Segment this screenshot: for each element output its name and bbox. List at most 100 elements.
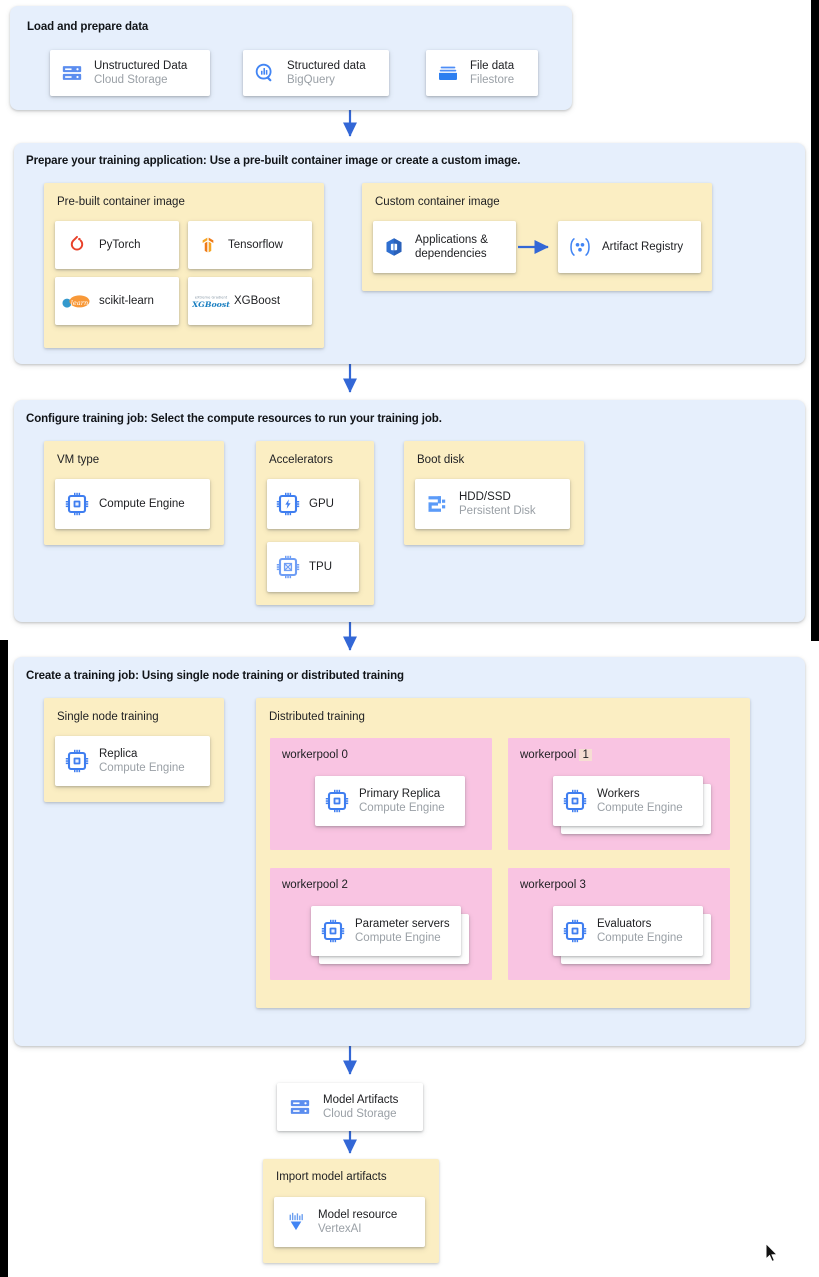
compute-engine-icon	[315, 789, 359, 813]
compute-engine-icon	[55, 749, 99, 773]
card-title: PyTorch	[99, 239, 141, 251]
card-subtitle: BigQuery	[287, 74, 335, 86]
connector-arrow-load-to-prepare	[342, 108, 358, 137]
workerpool-0: workerpool 0 Primary Replica Compute Eng…	[270, 738, 492, 850]
card-unstructured-data[interactable]: Unstructured Data Cloud Storage	[50, 50, 210, 96]
card-title: Evaluators	[597, 918, 652, 930]
stage-configure-training-job: Configure training job: Select the compu…	[14, 400, 805, 622]
card-title: Model Artifacts	[323, 1094, 399, 1106]
card-scikit-learn[interactable]: scikit-learn	[55, 277, 179, 325]
card-title: Tensorflow	[228, 239, 283, 251]
card-tensorflow[interactable]: Tensorflow	[188, 221, 312, 269]
cloud-storage-icon	[277, 1096, 323, 1118]
group-single-node-training: Single node training Replica Compute Eng…	[44, 698, 224, 802]
workerpool-0-prefix: workerpool	[282, 749, 339, 761]
card-title: Artifact Registry	[602, 241, 684, 253]
vertex-ai-model-icon	[274, 1211, 318, 1233]
tpu-icon	[267, 555, 309, 579]
card-title: GPU	[309, 498, 334, 510]
group-title-pre-built: Pre-built container image	[57, 196, 185, 208]
mouse-cursor	[765, 1243, 779, 1263]
compute-engine-icon	[311, 919, 355, 943]
card-subtitle: VertexAI	[318, 1223, 362, 1235]
stage-title-load: Load and prepare data	[27, 21, 149, 33]
card-workers[interactable]: Workers Compute Engine	[553, 776, 703, 826]
persistent-disk-icon	[415, 492, 459, 516]
group-accelerators: Accelerators GPU TPU	[256, 441, 374, 605]
workerpool-1-index: 1	[579, 749, 592, 761]
workerpool-1-label: workerpool 1	[520, 749, 592, 761]
workerpool-3-prefix: workerpool	[520, 879, 577, 891]
card-subtitle: Compute Engine	[99, 762, 185, 774]
card-model-artifacts[interactable]: Model Artifacts Cloud Storage	[277, 1083, 423, 1131]
card-subtitle: Cloud Storage	[323, 1108, 397, 1120]
workerpool-2-label: workerpool 2	[282, 879, 348, 891]
scikit-learn-icon	[55, 291, 99, 311]
workerpool-3-index: 3	[579, 879, 586, 891]
letterbox-bar-left	[0, 640, 8, 1277]
group-boot-disk: Boot disk HDD/SSD Persistent Disk	[404, 441, 584, 545]
tensorflow-icon	[188, 235, 228, 255]
card-pytorch[interactable]: PyTorch	[55, 221, 179, 269]
card-title: XGBoost	[234, 295, 281, 307]
workerpool-2-prefix: workerpool	[282, 879, 339, 891]
stage-load-and-prepare-data: Load and prepare data Unstructured Data …	[10, 6, 572, 110]
card-xgboost[interactable]: XGBoost	[188, 277, 312, 325]
connector-arrow-prepare-to-configure	[342, 364, 358, 393]
card-applications-and-dependencies[interactable]: Applications & dependencies	[373, 221, 516, 273]
workerpool-2: workerpool 2 Parameter servers Compute E…	[270, 868, 492, 980]
bigquery-icon	[243, 62, 287, 84]
group-pre-built-container-image: Pre-built container image PyTorch Tensor…	[44, 183, 324, 348]
stage-title-configure: Configure training job: Select the compu…	[26, 413, 442, 425]
card-subtitle: Persistent Disk	[459, 505, 536, 517]
card-title: HDD/SSD	[459, 491, 511, 503]
gpu-icon	[267, 492, 309, 516]
workerpool-0-index: 0	[341, 749, 348, 761]
workerpool-3: workerpool 3 Evaluators Compute Engine	[508, 868, 730, 980]
card-file-data[interactable]: File data Filestore	[426, 50, 538, 96]
group-title-import-model-artifacts: Import model artifacts	[276, 1171, 387, 1183]
connector-arrow-configure-to-create	[342, 622, 358, 651]
group-title-single-node: Single node training	[57, 711, 159, 723]
card-replica[interactable]: Replica Compute Engine	[55, 736, 210, 786]
card-compute-engine-vm[interactable]: Compute Engine	[55, 479, 210, 529]
group-vm-type: VM type Compute Engine	[44, 441, 224, 545]
card-evaluators[interactable]: Evaluators Compute Engine	[553, 906, 703, 956]
card-artifact-registry[interactable]: Artifact Registry	[558, 221, 701, 273]
group-import-model-artifacts: Import model artifacts Model resource Ve…	[263, 1159, 439, 1263]
pytorch-icon	[55, 234, 99, 256]
workerpool-0-label: workerpool 0	[282, 749, 348, 761]
compute-engine-icon	[553, 919, 597, 943]
card-title: Compute Engine	[99, 498, 185, 510]
filestore-icon	[426, 62, 470, 84]
card-subtitle: Compute Engine	[597, 802, 683, 814]
card-primary-replica[interactable]: Primary Replica Compute Engine	[315, 776, 465, 826]
group-title-distributed: Distributed training	[269, 711, 365, 723]
workerpool-3-label: workerpool 3	[520, 879, 586, 891]
group-title-custom: Custom container image	[375, 196, 500, 208]
card-gpu[interactable]: GPU	[267, 479, 359, 529]
workerpool-1: workerpool 1 Workers Compute Engine	[508, 738, 730, 850]
container-image-icon	[373, 236, 415, 258]
stage-create-training-job: Create a training job: Using single node…	[14, 657, 805, 1046]
group-title-vm-type: VM type	[57, 454, 100, 466]
card-hdd-ssd[interactable]: HDD/SSD Persistent Disk	[415, 479, 570, 529]
compute-engine-icon	[553, 789, 597, 813]
cloud-storage-icon	[50, 62, 94, 84]
connector-arrow-apps-to-artifact-registry	[518, 239, 549, 255]
card-subtitle: Compute Engine	[355, 932, 441, 944]
stage-title-prepare: Prepare your training application: Use a…	[26, 155, 521, 167]
card-structured-data[interactable]: Structured data BigQuery	[243, 50, 389, 96]
group-custom-container-image: Custom container image Applications & de…	[362, 183, 712, 291]
card-title: Primary Replica	[359, 788, 441, 800]
card-title: File data	[470, 60, 515, 72]
connector-arrow-create-to-model-artifacts	[342, 1046, 358, 1075]
card-parameter-servers[interactable]: Parameter servers Compute Engine	[311, 906, 461, 956]
group-title-accelerators: Accelerators	[269, 454, 333, 466]
card-title: Parameter servers	[355, 918, 450, 930]
card-subtitle: Filestore	[470, 74, 515, 86]
card-model-resource[interactable]: Model resource VertexAI	[274, 1197, 425, 1247]
group-title-boot-disk: Boot disk	[417, 454, 465, 466]
card-title: Applications & dependencies	[415, 234, 488, 260]
card-tpu[interactable]: TPU	[267, 542, 359, 592]
